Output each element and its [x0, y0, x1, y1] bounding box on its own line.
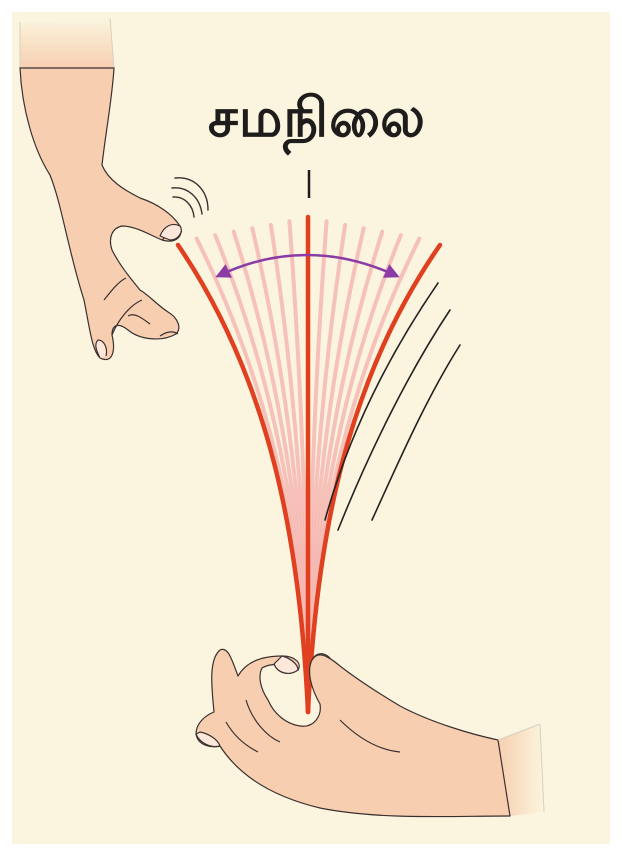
upper-hand-icon — [20, 18, 182, 360]
title-equilibrium: சமநிலை — [0, 86, 622, 157]
lower-hand-icon — [196, 649, 544, 816]
vibration-lines-icon — [172, 178, 208, 217]
